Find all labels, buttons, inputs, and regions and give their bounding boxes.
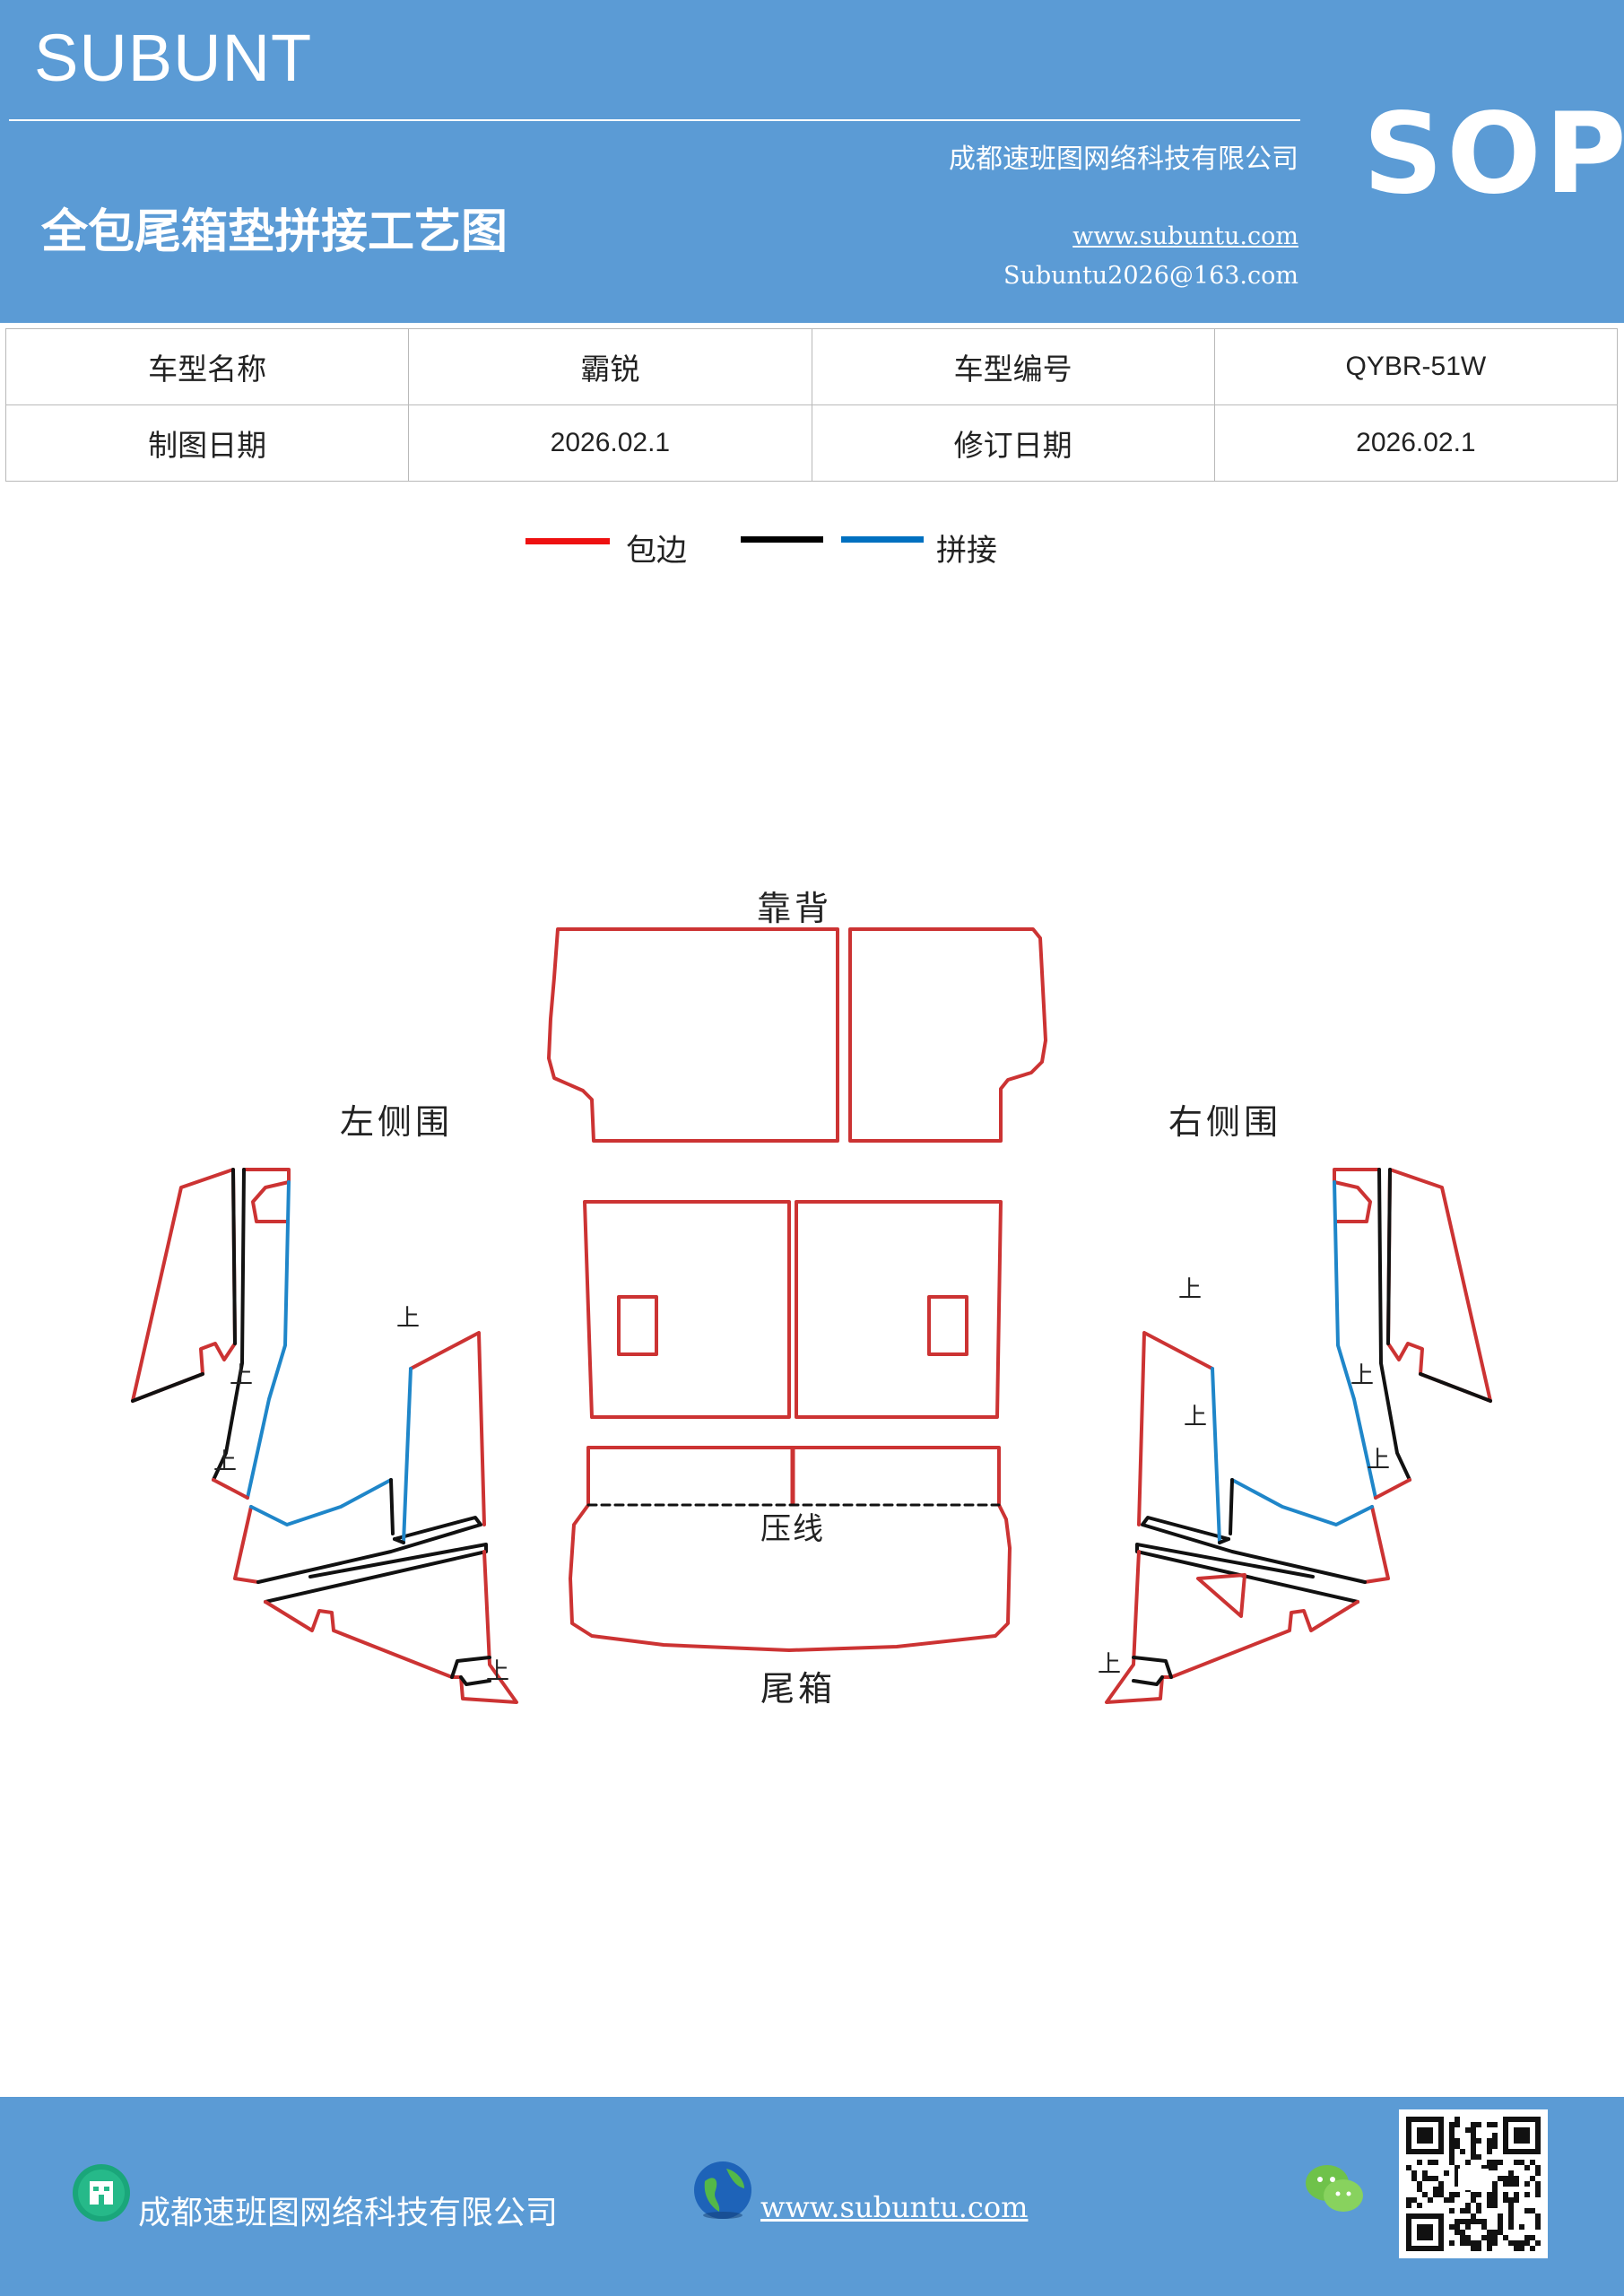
up-mark: 上 [230, 1362, 253, 1389]
table-row: 车型名称 霸锐 车型编号 QYBR-51W [4, 328, 1619, 405]
label-trunk: 尾箱 [760, 1669, 836, 1709]
trunk-panel [569, 1446, 1012, 1652]
model-name-value: 霸锐 [408, 328, 812, 405]
backrest-left-panel [547, 927, 839, 1143]
legend-red-line [525, 538, 610, 544]
right-side-panels [1105, 1168, 1492, 1704]
stitching-diagram: 靠背 左侧围 右侧围 压线 尾箱 上 上 上 上 上 上 上 上 上 [131, 889, 1492, 1709]
footer-company-name: 成都速班图网络科技有限公司 [138, 2195, 559, 2231]
model-code-value: QYBR-51W [1213, 328, 1619, 405]
header-banner: SUBUNT 成都速班图网络科技有限公司 全包尾箱垫拼接工艺图 www.subu… [0, 0, 1624, 323]
model-name-label: 车型名称 [4, 328, 410, 405]
table-row: 制图日期 2026.02.1 修订日期 2026.02.1 [4, 404, 1619, 482]
up-mark: 上 [396, 1305, 420, 1332]
legend-black-line [741, 536, 823, 543]
qr-code [1399, 2109, 1548, 2258]
model-code-label: 车型编号 [811, 328, 1215, 405]
header-website-link[interactable]: www.subuntu.com [1073, 222, 1298, 250]
backrest-right-panel [848, 927, 1047, 1143]
legend-label-seam: 拼接 [936, 533, 997, 569]
up-mark: 上 [1184, 1404, 1207, 1431]
floor-left-panel [583, 1200, 791, 1419]
left-side-panels [131, 1168, 518, 1704]
sop-badge: SOP [1363, 90, 1624, 219]
backrest-panels [547, 927, 1047, 1143]
legend-blue-line [841, 536, 924, 543]
floor-panels [583, 1200, 1003, 1419]
up-mark: 上 [213, 1448, 237, 1475]
header-email: Subuntu2026@163.com [1003, 262, 1298, 290]
floor-right-cutout [927, 1295, 968, 1356]
draw-date-label: 制图日期 [4, 404, 410, 482]
floor-left-cutout [617, 1295, 658, 1356]
header-divider [9, 119, 1300, 121]
label-crease: 压线 [760, 1511, 825, 1547]
header-company-name: 成都速班图网络科技有限公司 [949, 144, 1298, 175]
footer-banner: 成都速班图网络科技有限公司 www.subuntu.com [0, 2097, 1624, 2296]
up-mark: 上 [1178, 1276, 1202, 1303]
revision-date-label: 修订日期 [811, 404, 1215, 482]
brand-logo-text: SUBUNT [34, 21, 313, 95]
label-backrest: 靠背 [757, 889, 832, 928]
label-right-side: 右侧围 [1168, 1102, 1281, 1142]
legend-label-edge: 包边 [626, 533, 687, 569]
label-left-side: 左侧围 [340, 1102, 453, 1142]
globe-icon [694, 2161, 751, 2219]
revision-date-value: 2026.02.1 [1213, 404, 1619, 482]
floor-right-panel [795, 1200, 1003, 1419]
building-icon [73, 2164, 130, 2222]
up-mark: 上 [1367, 1447, 1390, 1474]
up-mark: 上 [1350, 1362, 1374, 1389]
vehicle-info-table: 车型名称 霸锐 车型编号 QYBR-51W 制图日期 2026.02.1 修订日… [4, 328, 1619, 482]
footer-website-link[interactable]: www.subuntu.com [760, 2190, 1029, 2224]
up-mark: 上 [1098, 1651, 1121, 1678]
wechat-icon [1306, 2165, 1363, 2212]
document-title: 全包尾箱垫拼接工艺图 [41, 205, 508, 259]
up-mark: 上 [486, 1658, 509, 1685]
draw-date-value: 2026.02.1 [408, 404, 812, 482]
